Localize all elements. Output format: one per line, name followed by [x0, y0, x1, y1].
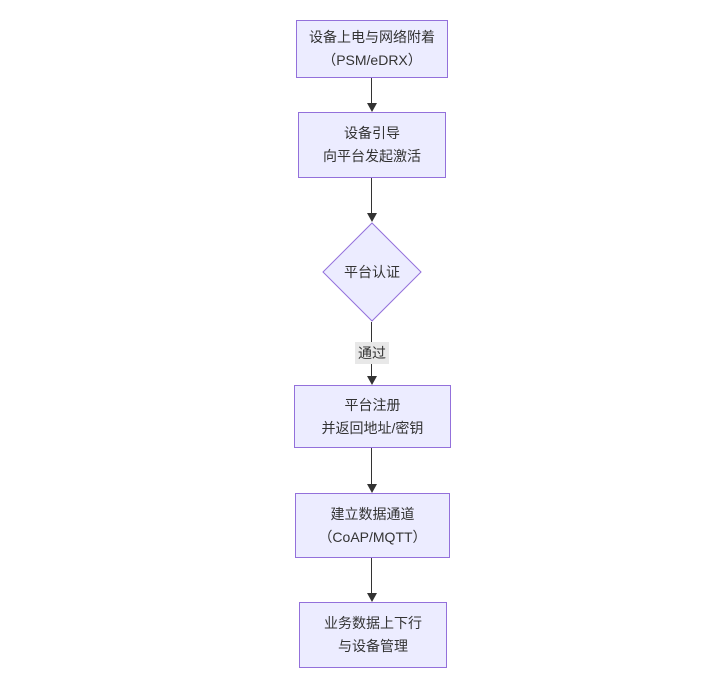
flow-node-business-data: 业务数据上下行 与设备管理	[299, 602, 447, 668]
arrow-down-icon	[367, 103, 377, 112]
flow-node-platform-auth: 平台认证	[322, 222, 422, 322]
node-label-line: 与设备管理	[338, 638, 408, 654]
flow-node-data-channel: 建立数据通道 （CoAP/MQTT）	[295, 493, 450, 558]
node-label-line: 并返回地址/密钥	[321, 419, 424, 436]
arrow-down-icon	[367, 213, 377, 222]
node-label-line: 设备引导	[344, 125, 400, 141]
edge-line	[371, 448, 372, 484]
node-label-line: （PSM/eDRX）	[322, 52, 422, 68]
node-label-line: 平台注册	[344, 396, 401, 413]
edge-line	[371, 78, 372, 103]
arrow-down-icon	[367, 376, 377, 385]
node-label-line: 向平台发起激活	[323, 148, 421, 164]
flow-node-power-attach: 设备上电与网络附着 （PSM/eDRX）	[296, 20, 448, 78]
flow-node-bootstrap: 设备引导 向平台发起激活	[298, 112, 446, 178]
edge-line	[371, 178, 372, 213]
edge-line	[371, 558, 372, 593]
edge-label-pass: 通过	[355, 342, 389, 364]
node-label-line: （CoAP/MQTT）	[318, 528, 427, 545]
arrow-down-icon	[367, 484, 377, 493]
diamond-shape-icon	[322, 222, 422, 322]
arrow-down-icon	[367, 593, 377, 602]
node-label-line: 建立数据通道	[330, 505, 415, 522]
node-label-line: 平台认证	[344, 264, 400, 280]
node-label-line: 业务数据上下行	[324, 615, 422, 631]
node-label-line: 设备上电与网络附着	[309, 29, 435, 45]
flow-node-platform-register: 平台注册 并返回地址/密钥	[294, 385, 451, 448]
